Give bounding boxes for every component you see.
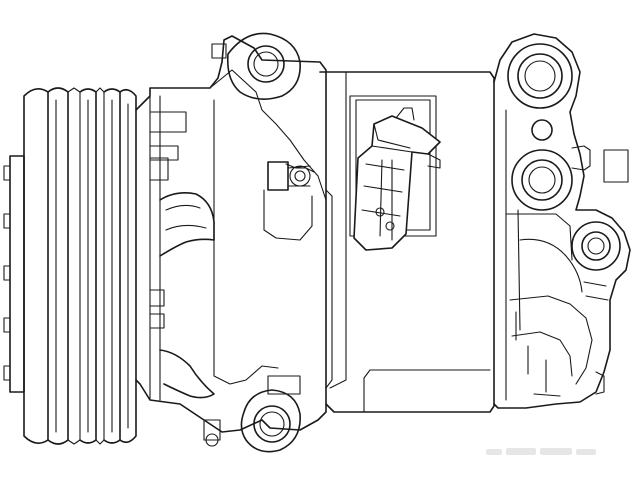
pulley [3,87,137,445]
main-body-outline [319,71,495,413]
bottom-mounting-ear [203,375,301,453]
faint-watermark [486,448,596,455]
bottom-mount-hole [253,405,291,443]
front-fitting [267,161,311,191]
suction-port [507,43,573,109]
rear-head [493,33,631,409]
top-mounting-ear [211,32,301,100]
top-mount-hole [247,45,285,83]
rear-head-outline [493,33,631,409]
pulley-grooves [47,87,137,445]
center-bolt [531,119,553,141]
discharge-port [511,149,573,211]
main-body [319,71,495,413]
front-housing-outline [135,35,327,433]
rear-mount-boss [571,221,621,271]
pulley-hub [9,155,25,393]
front-housing [135,35,333,433]
pulley-front-disc [23,88,49,444]
rear-mount-hole [581,231,611,261]
electrical-connector [353,107,441,251]
